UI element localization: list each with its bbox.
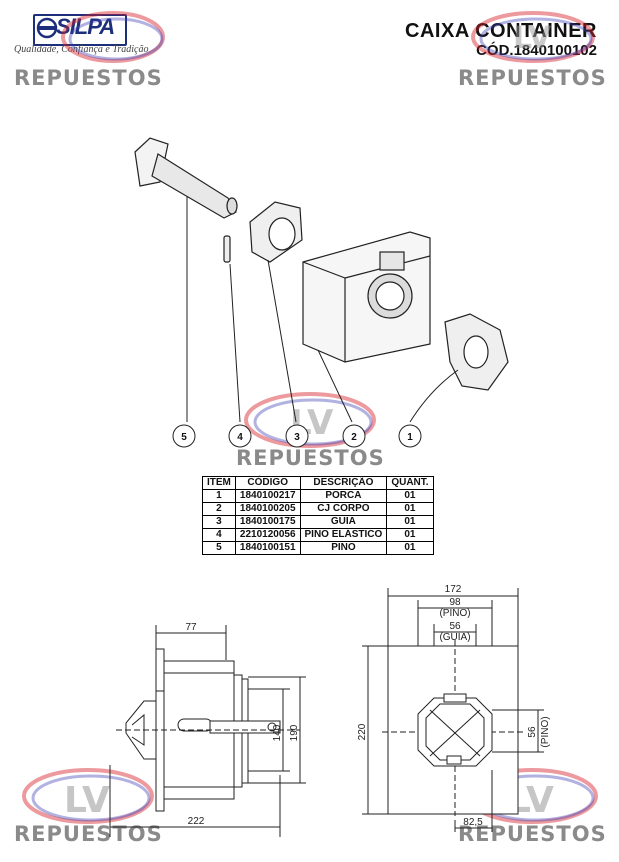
cell-codigo: 1840100205 [234,502,301,516]
col-item: ITEM [202,476,236,490]
dim-pino-label: (PINO) [439,608,470,619]
cell-descricao: PINO ELÁSTICO [299,528,388,542]
cell-descricao: GUIA [299,515,388,529]
side-view-drawing: 77 140 190 222 [109,622,306,837]
dim-222: 222 [188,816,205,827]
svg-text:1: 1 [407,432,413,443]
cell-codigo: 2210120056 [234,528,301,542]
dim-guia-label: (GUIA) [439,632,470,643]
page-title: CAIXA CONTAINER [405,20,597,42]
cell-descricao: CJ CORPO [299,502,388,516]
cell-codigo: 1840100217 [234,489,301,503]
watermark-text: REPUESTOS [14,66,163,90]
col-codigo: CÓDIGO [234,476,301,490]
cell-codigo: 1840100151 [234,541,301,555]
part-guia [249,201,303,263]
dim-82-5: 82,5 [463,817,483,828]
cell-item: 2 [202,502,236,516]
dim-56-pino: 56 [527,726,538,738]
product-code: CÓD.1840100102 [476,42,597,59]
silpa-logo-icon [36,17,58,39]
cell-descricao: PINO [299,541,388,555]
dim-190: 190 [289,724,300,741]
dim-220: 220 [357,723,368,740]
callout-leaders [186,196,459,423]
callout-row: 5 4 3 2 1 [172,424,422,448]
table-row: 3 1840100175 GUIA 01 [202,515,434,529]
dim-pino-label-right: (PINO) [540,716,551,747]
col-quant: QUANT. [386,476,434,490]
part-pino [134,137,238,219]
callout-1: 1 [398,424,422,448]
svg-text:4: 4 [237,432,243,443]
table-row: 5 1840100151 PINO 01 [202,541,434,555]
cell-item: 3 [202,515,236,529]
cell-quant: 01 [386,515,434,529]
part-pino-elastico [223,235,231,263]
table-header-row: ITEM CÓDIGO DESCRIÇÃO QUANT. [202,476,434,490]
part-porca [444,313,509,391]
parts-table: ITEM CÓDIGO DESCRIÇÃO QUANT. 1 184010021… [202,476,434,555]
cell-item: 5 [202,541,236,555]
dim-77: 77 [185,622,197,633]
table-row: 2 1840100205 CJ CORPO 01 [202,502,434,516]
silpa-slogan: Qualidade, Confiança e Tradição [14,44,149,55]
table-row: 1 1840100217 PORCA 01 [202,489,434,503]
cell-quant: 01 [386,541,434,555]
svg-text:2: 2 [351,432,357,443]
dim-172: 172 [445,584,462,595]
dim-140: 140 [272,724,283,741]
cell-item: 4 [202,528,236,542]
part-corpo [302,231,431,363]
cell-descricao: PORCA [299,489,388,503]
svg-text:5: 5 [181,432,187,443]
dim-98: 98 [449,597,461,608]
callout-2: 2 [342,424,366,448]
dim-56: 56 [449,621,461,632]
col-descricao: DESCRIÇÃO [299,476,388,490]
callout-4: 4 [228,424,252,448]
callout-3: 3 [285,424,309,448]
silpa-logo-text: SILPA [56,14,115,39]
cell-codigo: 1840100175 [234,515,301,529]
front-view-drawing: 172 98 (PINO) 56 (GUIA) 220 56 (PINO) 82… [357,584,551,832]
callout-5: 5 [172,424,196,448]
cell-quant: 01 [386,489,434,503]
svg-text:3: 3 [294,432,300,443]
exploded-view-drawing [134,137,509,423]
table-row: 4 2210120056 PINO ELÁSTICO 01 [202,528,434,542]
watermark-text: REPUESTOS [458,66,607,90]
cell-quant: 01 [386,502,434,516]
cell-quant: 01 [386,528,434,542]
cell-item: 1 [202,489,236,503]
